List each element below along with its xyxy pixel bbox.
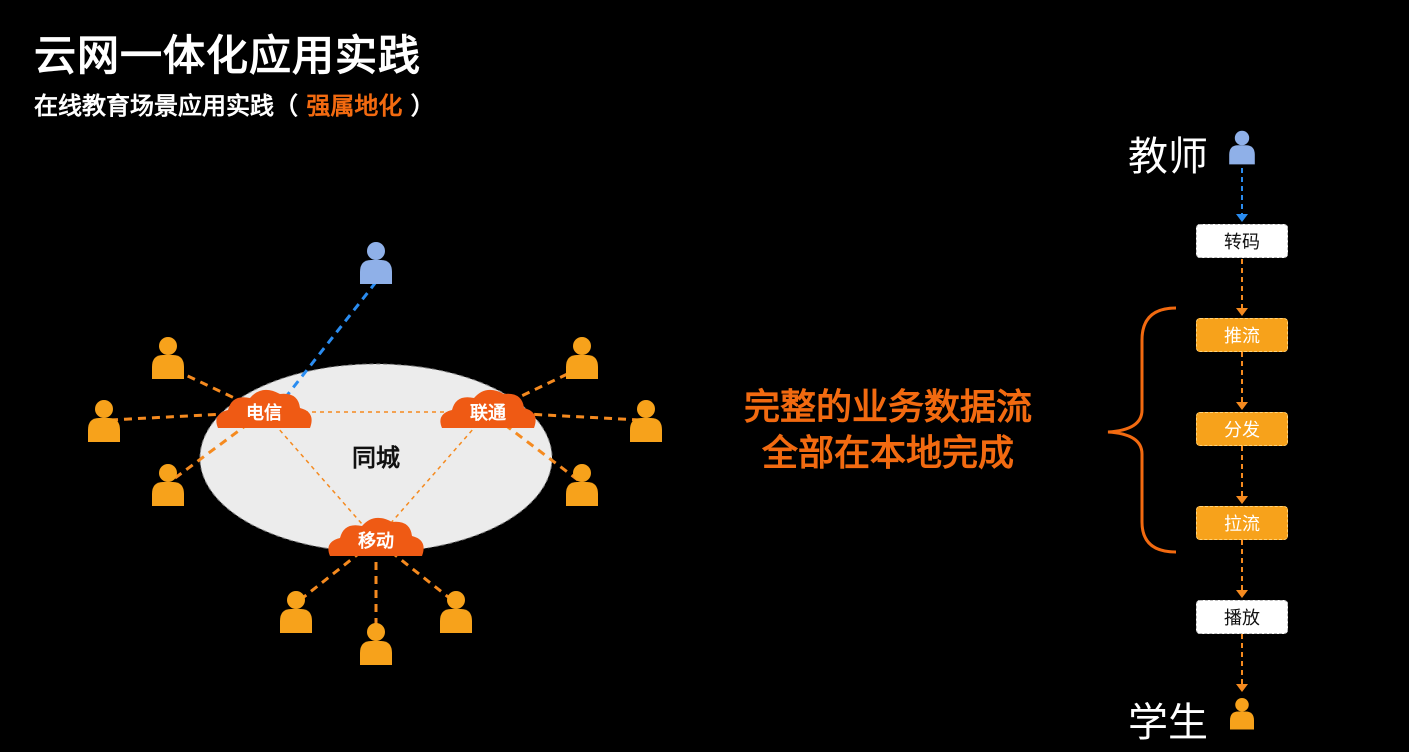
student-icon bbox=[1230, 698, 1254, 730]
step-push-stream: 推流 bbox=[1196, 318, 1288, 352]
student-person-icon bbox=[440, 591, 472, 633]
subtitle-prefix: 在线教育场景应用实践（ bbox=[34, 92, 307, 120]
subtitle-suffix: ） bbox=[402, 92, 435, 120]
statement-line1: 完整的业务数据流 bbox=[743, 387, 1032, 428]
step-play: 播放 bbox=[1196, 600, 1288, 634]
statement-line2: 全部在本地完成 bbox=[761, 433, 1014, 474]
student-label: 学生 bbox=[1128, 700, 1208, 746]
teacher-person-icon bbox=[360, 242, 392, 284]
student-person-icon bbox=[360, 623, 392, 665]
teacher-label: 教师 bbox=[1128, 134, 1208, 180]
arrow-down-icon bbox=[1236, 214, 1248, 222]
student-person-icon bbox=[630, 400, 662, 442]
teacher-icon bbox=[1229, 130, 1255, 165]
step-distribute: 分发 bbox=[1196, 412, 1288, 446]
cloud-label-telecom: 电信 bbox=[246, 402, 282, 424]
cloud-label-mobile: 移动 bbox=[358, 530, 394, 552]
cloud-label-unicom: 联通 bbox=[470, 403, 506, 424]
subtitle-highlight: 强属地化 bbox=[306, 92, 403, 120]
city-label: 同城 bbox=[352, 444, 400, 472]
step-pull-stream: 拉流 bbox=[1196, 506, 1288, 540]
student-person-icon bbox=[152, 464, 184, 506]
flow-arrows bbox=[1236, 308, 1248, 692]
student-person-icon bbox=[566, 464, 598, 506]
student-person-icon bbox=[88, 400, 120, 442]
student-person-icon bbox=[280, 591, 312, 633]
student-person-icon bbox=[566, 337, 598, 379]
page-subtitle: 在线教育场景应用实践（ 强属地化 ） bbox=[34, 86, 435, 121]
curly-brace bbox=[1107, 306, 1177, 554]
student-person-icon bbox=[152, 337, 184, 379]
page-title: 云网一体化应用实践 bbox=[34, 31, 422, 80]
step-transcode: 转码 bbox=[1196, 224, 1288, 258]
